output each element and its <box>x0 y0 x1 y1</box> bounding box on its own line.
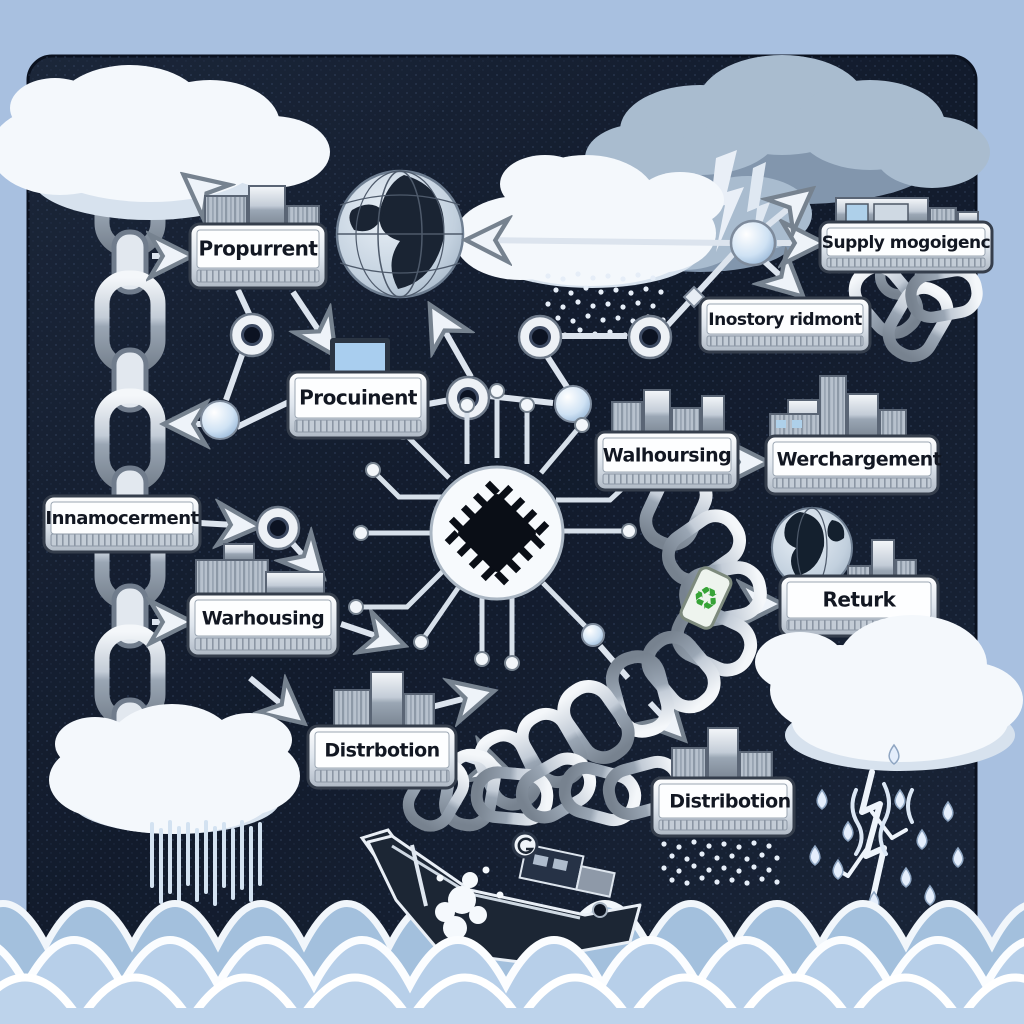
ring-node <box>255 505 301 551</box>
node-warehousing-left: Warhousing <box>186 592 340 658</box>
node-inventory-management: Inostory ridmont <box>698 296 872 354</box>
chip-icon <box>444 480 550 586</box>
curved-chain: ♻ <box>401 464 764 833</box>
lightning-icon <box>710 150 770 252</box>
rain-streaks-icon <box>150 820 262 908</box>
label-returns: Returk <box>823 588 897 612</box>
rain-cloud-bottom-left-icon <box>49 704 300 834</box>
node-management-left: Innamocerment <box>42 494 202 554</box>
node-procurement-top: Propurrent <box>188 222 328 290</box>
circuit-lines <box>348 383 649 671</box>
label-inventory-management: Inostory ridmont <box>708 310 862 330</box>
globe-returns-icon <box>771 507 853 589</box>
rain-squiggles-icon <box>850 782 914 856</box>
label-distribution-right: Distribotion <box>669 791 790 813</box>
diamond-connector <box>682 285 706 309</box>
ring-node <box>517 314 563 360</box>
waves-front <box>0 973 1024 1024</box>
globe-icon <box>335 169 465 299</box>
sphere-node <box>200 400 240 440</box>
label-supply-management: Supply mogoigenc <box>822 233 990 253</box>
splash-icon <box>435 866 504 940</box>
storm-cloud-bottom-right-icon <box>755 615 1023 771</box>
label-distribution-left: Distrbotion <box>324 740 439 762</box>
label-warehouse-management: Werchargement <box>777 449 942 471</box>
recycle-icon: ♻ <box>679 566 733 630</box>
node-supply-management: Supply mogoigenc <box>818 220 994 274</box>
label-warehousing-left: Warhousing <box>202 608 325 630</box>
node-procurement-mid: Procuinent <box>286 370 430 440</box>
label-procurement-top: Propurrent <box>199 237 319 261</box>
label-warehousing-mid: Walhoursing <box>603 445 732 467</box>
cpu-hub <box>348 383 649 671</box>
hub-node <box>729 219 777 267</box>
stacked-boxes-icon <box>333 671 435 729</box>
ring-node <box>627 314 673 360</box>
node-distribution-right: Distribotion <box>650 776 796 838</box>
node-warehousing-mid: Walhoursing <box>594 430 740 492</box>
sinking-ship-icon <box>359 828 642 964</box>
node-warehouse-management: Werchargement <box>764 434 942 496</box>
network-nodes <box>200 219 777 551</box>
node-distribution-left: Distrbotion <box>306 724 458 790</box>
sphere-node <box>554 385 592 423</box>
label-management-left: Innamocerment <box>45 508 199 529</box>
label-procurement-mid: Procuinent <box>299 386 418 410</box>
ring-node <box>229 312 275 358</box>
